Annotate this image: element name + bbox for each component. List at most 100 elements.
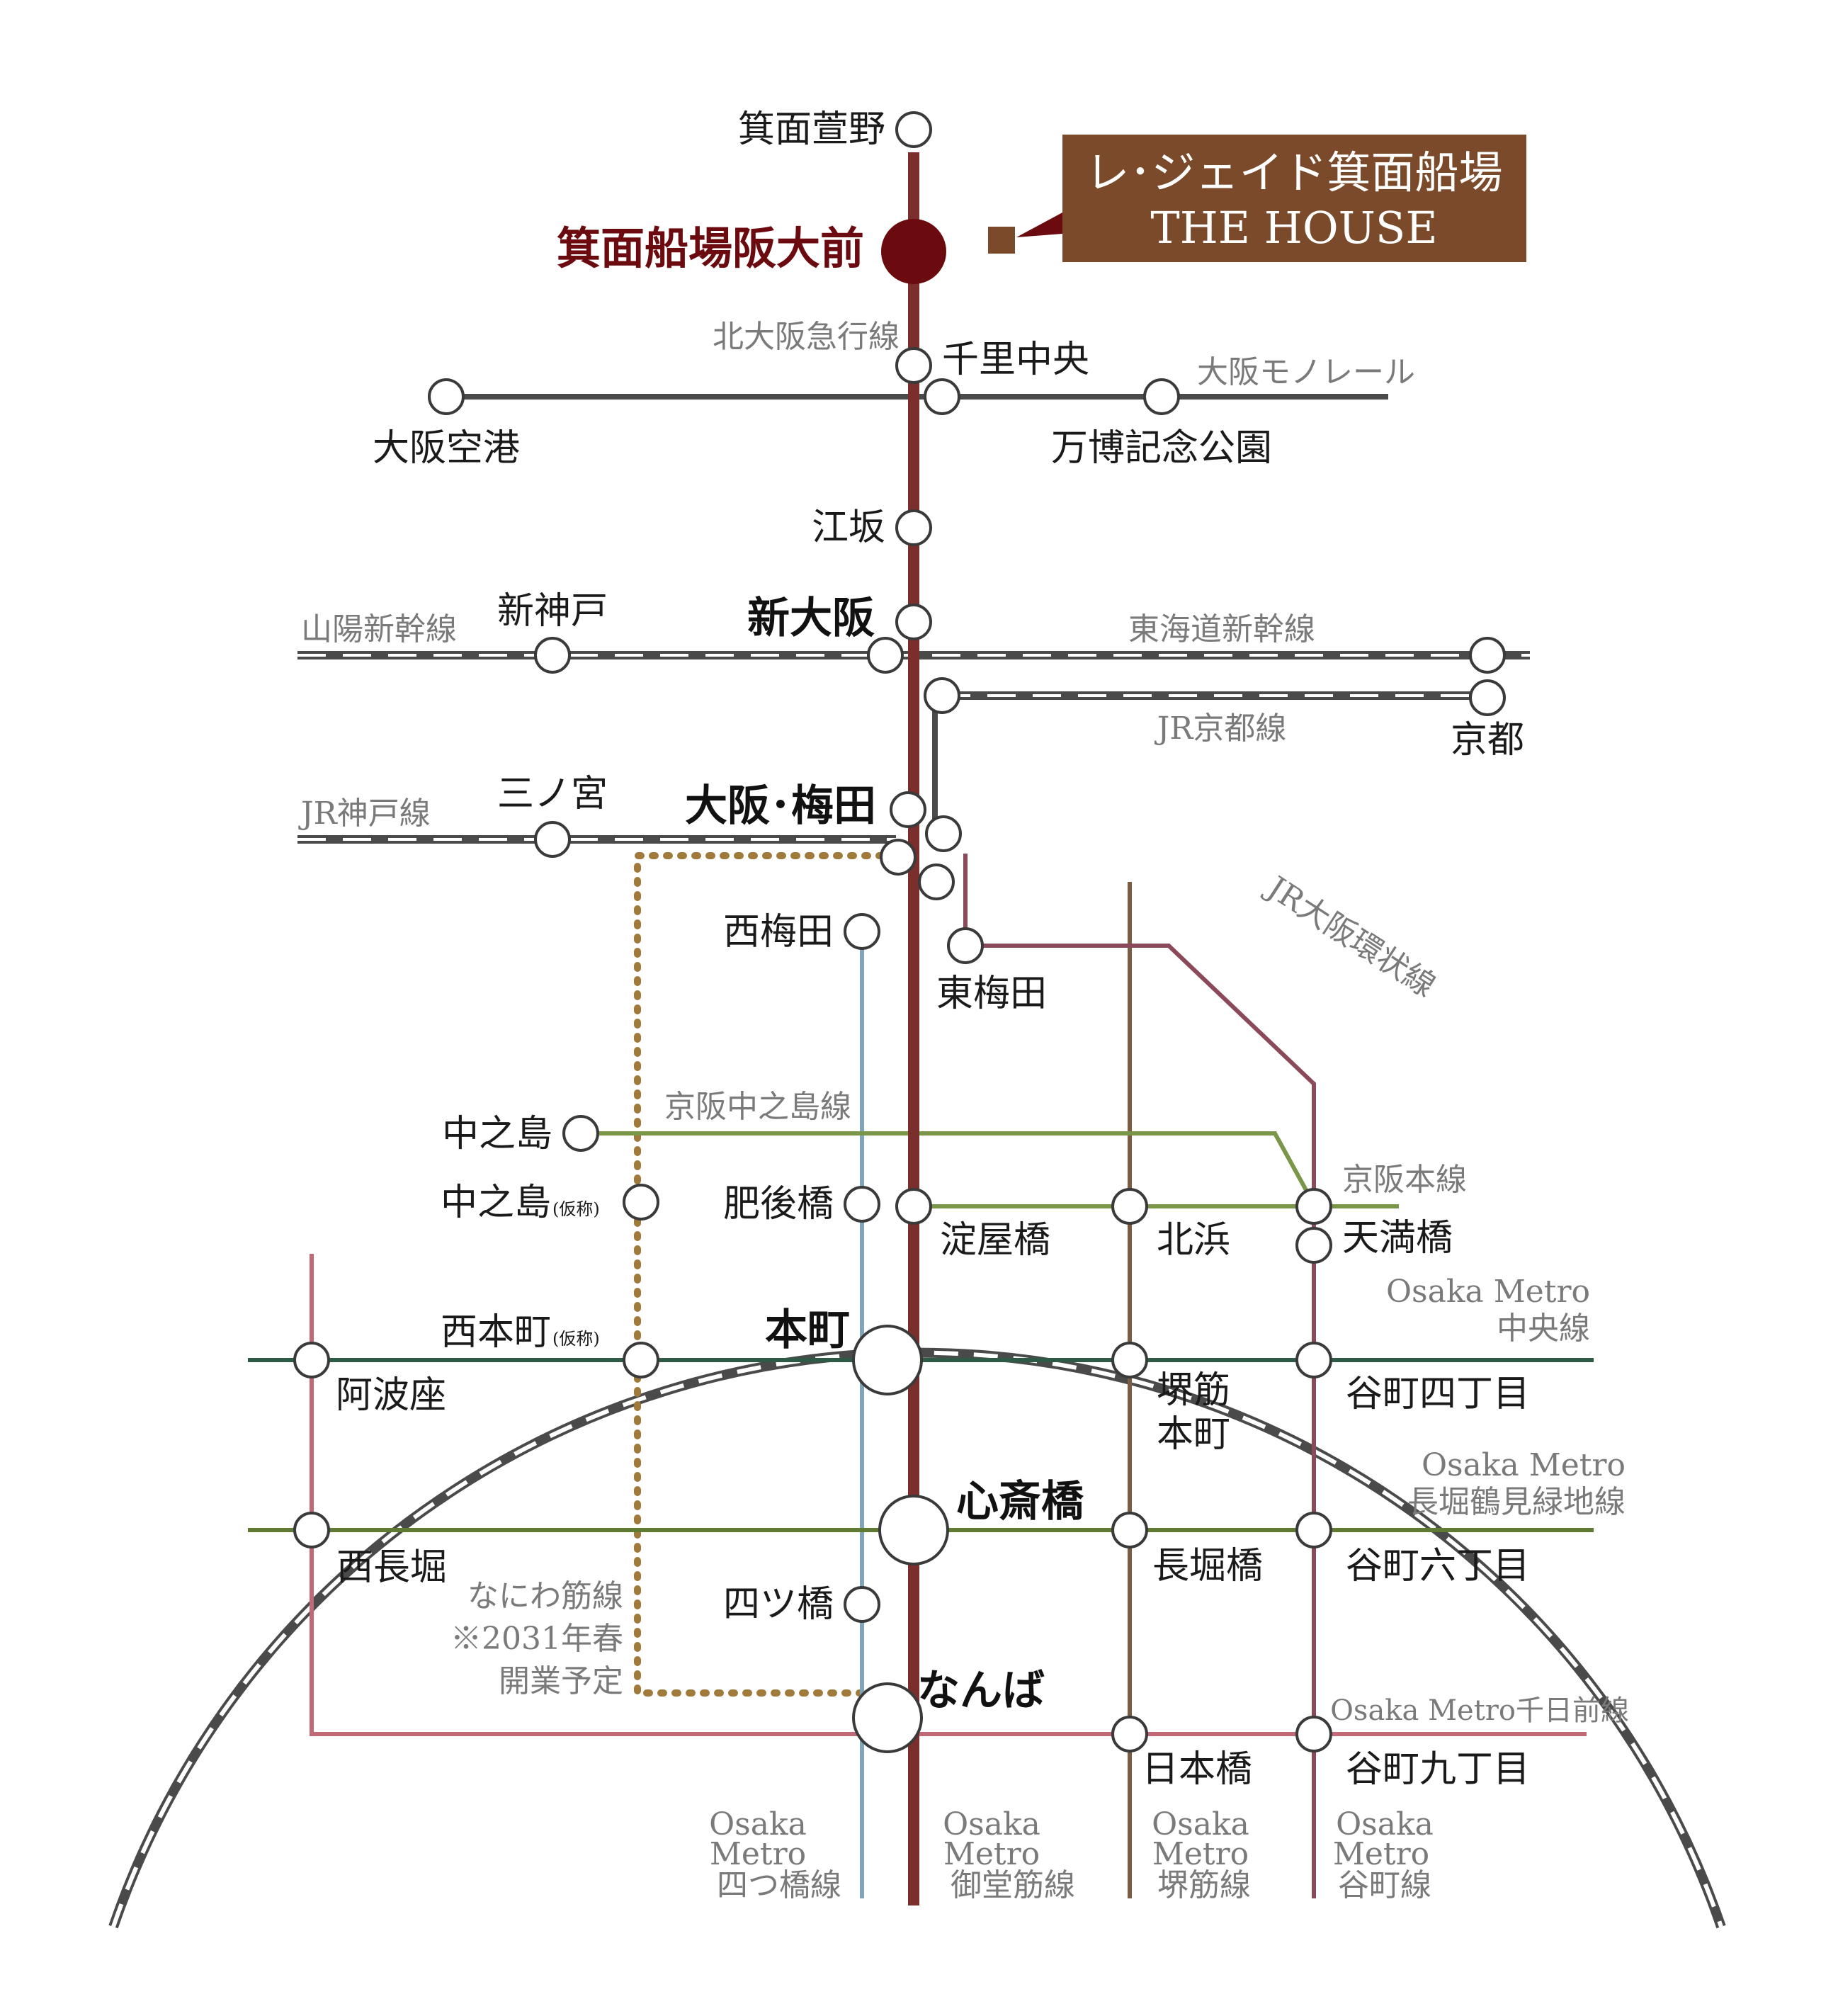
line-label-jr-kyoto: JR京都線 [1155,710,1287,747]
line-label-tanimachi-1: Osaka [1336,1806,1434,1842]
line-label-naniwasuji-1: なにわ筋線 [467,1578,623,1614]
label-kitahama: 北浜 [1157,1219,1230,1262]
line-label-jr-kobe: JR神戸線 [298,795,431,832]
station-umeda[interactable] [890,791,926,828]
line-label-sakaisuji-1: Osaka [1152,1806,1249,1842]
label-osaka-airport: 大阪空港 [373,427,520,470]
label-yodoyabashi: 淀屋橋 [940,1219,1050,1262]
label-tanimachi9: 谷町九丁目 [1346,1748,1530,1791]
station-nishihonmachi-kari[interactable] [623,1342,659,1378]
station-osaka-loop[interactable] [918,863,955,900]
badge-box [1062,135,1526,262]
line-label-yotsubashi-2: Metro [710,1836,806,1872]
label-nishi-umeda: 西梅田 [723,911,834,953]
label-awaza: 阿波座 [336,1374,446,1417]
line-label-naniwasuji-3: 開業予定 [499,1663,623,1699]
line-label-sanyo: 山陽新幹線 [301,611,457,647]
label-senri-chuo: 千里中央 [942,339,1089,381]
line-label-sakaisuji-3: 堺筋線 [1157,1867,1251,1903]
station-shin-osaka-jr[interactable] [867,637,904,674]
label-banpaku: 万博記念公園 [1051,427,1272,470]
station-awaza[interactable] [293,1342,330,1378]
station-sakaisuji-honmachi[interactable] [1111,1342,1148,1378]
station-senri-chuo[interactable] [895,347,932,384]
line-label-chuo-2: 中央線 [1497,1310,1590,1347]
station-nagahoribashi[interactable] [1111,1512,1148,1548]
label-higobashi: 肥後橋 [723,1183,834,1225]
station-yotsubashi[interactable] [844,1586,880,1623]
station-osaka-airport[interactable] [428,378,465,415]
station-nipponbashi[interactable] [1111,1716,1148,1752]
label-nakanoshima-kari: 中之島 (仮称) [441,1182,600,1224]
label-tanimachi6: 谷町六丁目 [1346,1545,1530,1587]
station-osaka-jr-kyoto[interactable] [925,815,962,852]
badge-pointer [1016,213,1062,237]
station-yodoyabashi[interactable] [895,1188,932,1225]
station-esaka[interactable] [895,509,932,546]
label-nakanoshima-kari-suffix: (仮称) [552,1199,600,1219]
label-shin-kobe: 新神戸 [497,590,608,633]
station-minoh-kayano[interactable] [895,111,932,148]
station-shin-kobe[interactable] [534,637,571,674]
line-label-tanimachi-2: Metro [1333,1836,1429,1872]
line-label-keihan-main: 京阪本線 [1342,1162,1467,1198]
station-tenmabashi[interactable] [1295,1227,1332,1264]
station-kitahama[interactable] [1111,1188,1148,1225]
line-label-midosuji-1: Osaka [943,1806,1040,1842]
line-label-yotsubashi-3: 四つ橋線 [717,1867,841,1903]
badge-subtitle: THE HOUSE [1150,202,1437,254]
station-shin-osaka-kyoto[interactable] [924,677,960,714]
station-labels: 箕面萱野 箕面船場阪大前 千里中央 大阪空港 万博記念公園 江坂 新大阪 新神戸… [336,108,1530,1791]
line-label-tanimachi-3: 谷町線 [1338,1867,1431,1903]
label-namba: なんば [917,1666,1045,1716]
station-osaka-jr-kobe[interactable] [880,839,917,876]
naniwasuji-line [634,852,900,1697]
label-nishihonmachi-kari-suffix: (仮称) [552,1329,600,1349]
label-shin-osaka: 新大阪 [747,594,875,643]
line-label-kitakyu: 北大阪急行線 [713,319,900,355]
station-tanimachi4[interactable] [1295,1342,1332,1378]
line-label-keihan-nakanoshima: 京阪中之島線 [664,1089,851,1125]
station-namba[interactable] [852,1682,923,1753]
label-sakaisuji-honmachi-2: 本町 [1157,1413,1230,1456]
station-nishi-umeda[interactable] [844,913,880,950]
station-nishinagahori[interactable] [293,1512,330,1548]
line-label-sennichimae: Osaka Metro千日前線 [1330,1694,1629,1727]
station-shinsaibashi[interactable] [878,1495,949,1565]
station-higashi-umeda[interactable] [947,927,984,964]
label-tanimachi4: 谷町四丁目 [1346,1373,1530,1415]
station-honmachi[interactable] [852,1325,923,1395]
label-nagahoribashi: 長堀橋 [1152,1545,1263,1587]
station-tenmabashi-keihan[interactable] [1295,1188,1332,1225]
label-umeda: 大阪･梅田 [685,781,876,831]
property-badge[interactable]: レ･ジェイド箕面船場 THE HOUSE [988,135,1526,262]
line-label-loop: JR大阪環状線 [1259,868,1441,1004]
station-tanimachi6[interactable] [1295,1512,1332,1548]
station-senri-chuo-monorail[interactable] [924,378,960,415]
line-label-monorail: 大阪モノレール [1197,354,1415,390]
label-higashi-umeda: 東梅田 [936,973,1047,1015]
label-nakanoshima-kari-name: 中之島 [441,1182,551,1224]
station-nakanoshima-kari[interactable] [623,1184,659,1221]
station-tanimachi9[interactable] [1295,1716,1332,1752]
station-shin-osaka[interactable] [895,604,932,640]
station-markers [293,111,1506,1753]
station-higobashi[interactable] [844,1186,880,1223]
station-sannomiya[interactable] [534,821,571,858]
label-honmachi: 本町 [765,1306,850,1355]
label-home: 箕面船場阪大前 [557,222,864,274]
label-nishinagahori: 西長堀 [336,1546,447,1589]
station-banpaku[interactable] [1143,378,1180,415]
label-shinsaibashi: 心斎橋 [956,1477,1084,1527]
sennichimae-line [310,1254,1587,1736]
line-label-nagahori-1: Osaka Metro [1422,1447,1626,1483]
label-nakanoshima: 中之島 [442,1113,552,1155]
badge-title: レ･ジェイド箕面船場 [1085,147,1502,198]
station-nakanoshima[interactable] [562,1115,599,1152]
property-marker [988,227,1015,254]
station-kyoto-shinkansen[interactable] [1469,637,1506,674]
station-home[interactable] [881,219,946,284]
line-label-yotsubashi-1: Osaka [709,1806,807,1842]
station-kyoto[interactable] [1469,679,1506,716]
